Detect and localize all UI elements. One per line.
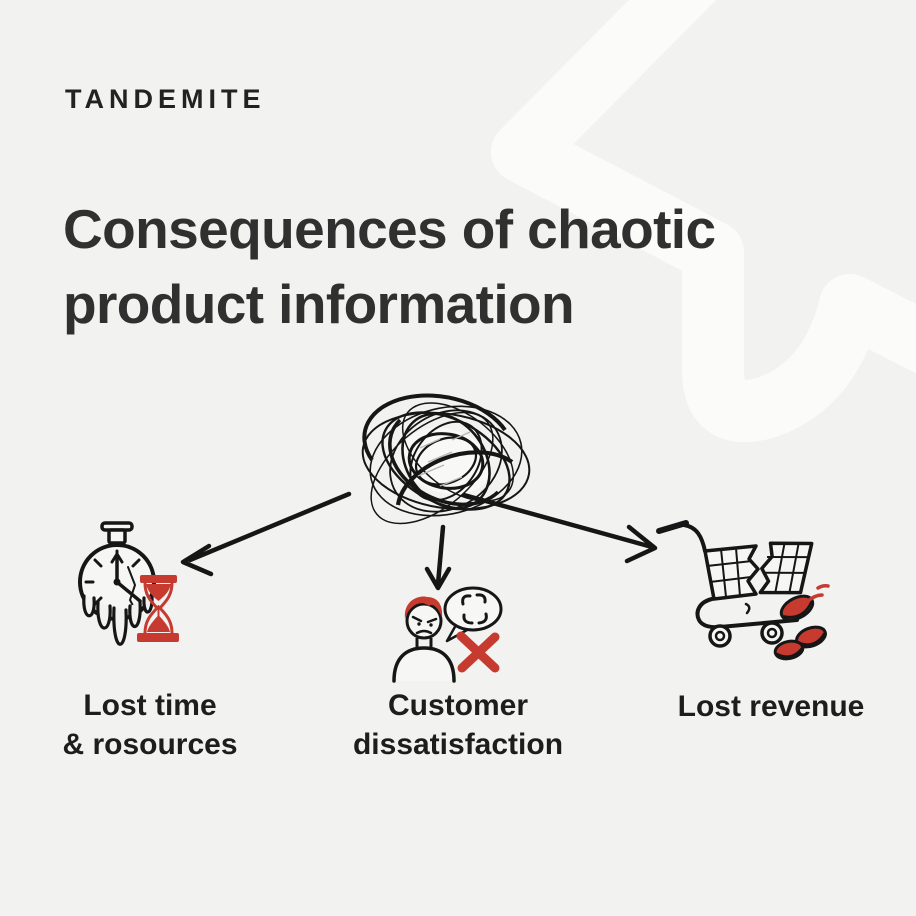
arrow-to-lost-time — [180, 491, 352, 577]
label-line: & rosources — [62, 728, 238, 761]
arrow-to-customer-dissatisfaction — [424, 524, 452, 591]
arrow-to-lost-revenue — [461, 492, 658, 564]
anger-speech-bubble-icon — [443, 586, 503, 643]
angry-customer-icon — [392, 586, 503, 683]
page-title-line-1: Consequences of chaotic — [63, 198, 716, 260]
consequence-label-lost-time: Lost time & rosources — [10, 686, 290, 764]
falling-coins-icon — [773, 584, 830, 661]
label-line: Lost revenue — [677, 690, 865, 723]
label-line: Customer — [387, 689, 529, 722]
page-title: Consequences of chaotic product informat… — [63, 192, 823, 342]
red-hair — [404, 596, 443, 619]
red-x-icon — [456, 631, 500, 673]
consequence-label-customer-dissatisfaction: Customer dissatisfaction — [318, 686, 598, 764]
chaos-scribble-icon — [361, 393, 531, 525]
label-line: dissatisfaction — [352, 728, 564, 761]
hourglass-icon — [137, 575, 179, 642]
label-line: Lost time — [83, 689, 217, 722]
page-title-line-2: product information — [63, 273, 575, 335]
melting-clock-icon — [78, 521, 179, 646]
brand-logo: TANDEMITE — [65, 84, 266, 114]
consequence-label-lost-revenue: Lost revenue — [631, 687, 911, 726]
broken-cart-icon — [656, 520, 830, 661]
